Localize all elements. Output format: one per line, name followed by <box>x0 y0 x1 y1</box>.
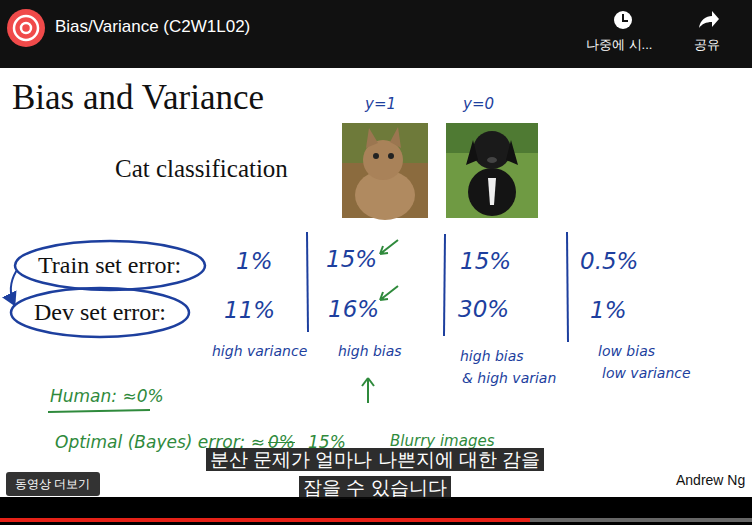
pointer-arrow <box>380 286 398 300</box>
divider-line <box>567 232 568 342</box>
more-videos-button <box>6 472 100 496</box>
ellipse-outline <box>11 288 189 337</box>
clock-icon <box>614 11 632 29</box>
diagnosis-note: high bias <box>460 348 524 364</box>
video-title: Bias/Variance (C2W1L02) <box>55 17 250 37</box>
node-text: Train set error: <box>38 252 182 279</box>
cat-photo <box>342 123 428 220</box>
diagnosis-note: & high varian <box>462 370 556 386</box>
watch-later-label: 나중에 시... <box>586 36 652 54</box>
human-error-note: Human: ≈0% <box>50 386 164 406</box>
subtitle-line: 분산 문제가 얼마나 나쁜지에 대한 감을 잡을 수 있습니다 <box>206 448 544 499</box>
error-value: 15% <box>326 246 377 272</box>
error-value: 1% <box>590 297 627 323</box>
diagnosis-note: low variance <box>602 365 691 381</box>
diagnosis-note: high bias <box>338 343 402 359</box>
pointer-arrow <box>380 240 398 254</box>
flow-arrow <box>11 271 16 305</box>
channel-icon <box>21 23 31 33</box>
slide-title: Bias and Variance <box>12 78 264 118</box>
divider-line <box>307 232 308 332</box>
clock-icon <box>623 14 628 21</box>
ellipse-outline <box>15 241 205 290</box>
author-label: Andrew Ng <box>676 472 745 488</box>
error-value: 15% <box>460 248 511 274</box>
share-label: 공유 <box>694 36 720 54</box>
slide-ground <box>0 68 752 497</box>
channel-icon <box>14 16 38 40</box>
error-value: 30% <box>458 296 509 322</box>
subtitle-caption: 분산 문제가 얼마나 나쁜지에 대한 감을 잡을 수 있습니다 <box>205 446 545 502</box>
pointer-arrow <box>362 378 374 403</box>
share-icon <box>699 11 719 28</box>
underline <box>48 410 150 412</box>
error-ellipse: Dev set error: <box>10 287 190 338</box>
error-value: 0.5% <box>580 248 638 274</box>
more-videos-label: 동영상 더보기 <box>15 476 90 493</box>
slide-subtitle: Cat classification <box>115 155 288 183</box>
error-value: 1% <box>236 248 273 274</box>
diagnosis-note: low bias <box>598 343 655 359</box>
channel-icon <box>7 9 45 47</box>
diagnosis-note: high variance <box>212 343 307 359</box>
class-label: y=0 <box>463 95 494 113</box>
dog-photo <box>446 123 538 218</box>
error-ellipse: Train set error: <box>14 240 206 291</box>
top-bar <box>0 0 752 68</box>
divider-line <box>444 234 445 336</box>
progress-fill <box>0 518 530 522</box>
class-label: y=1 <box>365 95 396 113</box>
progress-track <box>0 518 752 522</box>
error-value: 11% <box>224 297 275 323</box>
error-value: 16% <box>328 296 379 322</box>
player-bar <box>0 497 752 525</box>
node-text: Dev set error: <box>34 299 166 326</box>
